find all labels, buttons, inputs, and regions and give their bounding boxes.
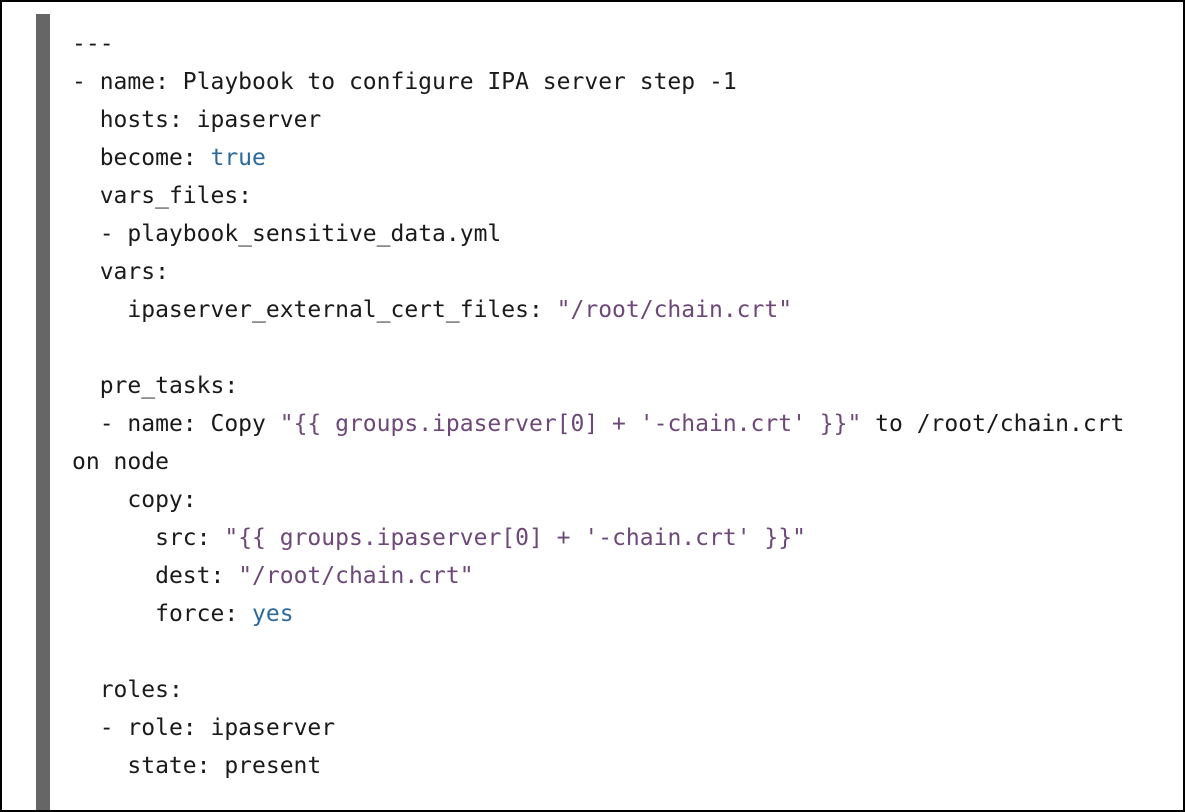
code-token-string: "/root/chain.crt" [556, 297, 793, 323]
code-token-string: "{{ groups.ipaserver[0] + '-chain.crt' }… [224, 525, 806, 551]
code-token-string: "{{ groups.ipaserver[0] + '-chain.crt' }… [279, 411, 862, 437]
code-token-plain: - playbook_sensitive_data.yml [72, 221, 502, 247]
code-token-plain: roles: [72, 677, 183, 703]
code-token-plain: - name: Copy [72, 411, 280, 437]
code-token-plain: src: [72, 525, 225, 551]
yaml-code-block: --- - name: Playbook to configure IPA se… [36, 14, 1142, 810]
code-token-plain: hosts: ipaserver [72, 107, 322, 133]
code-token-plain: ipaserver_external_cert_files: [72, 297, 557, 323]
code-token-plain: copy: [72, 487, 197, 513]
code-token-plain: to /root/chain.crt on node [72, 411, 1139, 475]
code-token-plain: become: [72, 145, 211, 171]
code-token-plain: force: [72, 601, 253, 627]
code-token-boolean: true [210, 145, 266, 171]
code-token-plain: - name: Playbook to configure IPA server… [72, 69, 737, 95]
code-token-plain: state: present [72, 753, 322, 779]
code-token-plain: --- [72, 31, 114, 57]
code-token-plain: - role: ipaserver [72, 715, 336, 741]
code-token-boolean: yes [252, 601, 294, 627]
code-token-plain: pre_tasks: [72, 373, 239, 399]
code-token-string: "/root/chain.crt" [238, 563, 474, 589]
code-token-plain: vars: [72, 259, 169, 285]
code-listing: --- - name: Playbook to configure IPA se… [50, 14, 1142, 810]
code-token-plain: dest: [72, 563, 239, 589]
code-token-plain: vars_files: [72, 183, 253, 209]
